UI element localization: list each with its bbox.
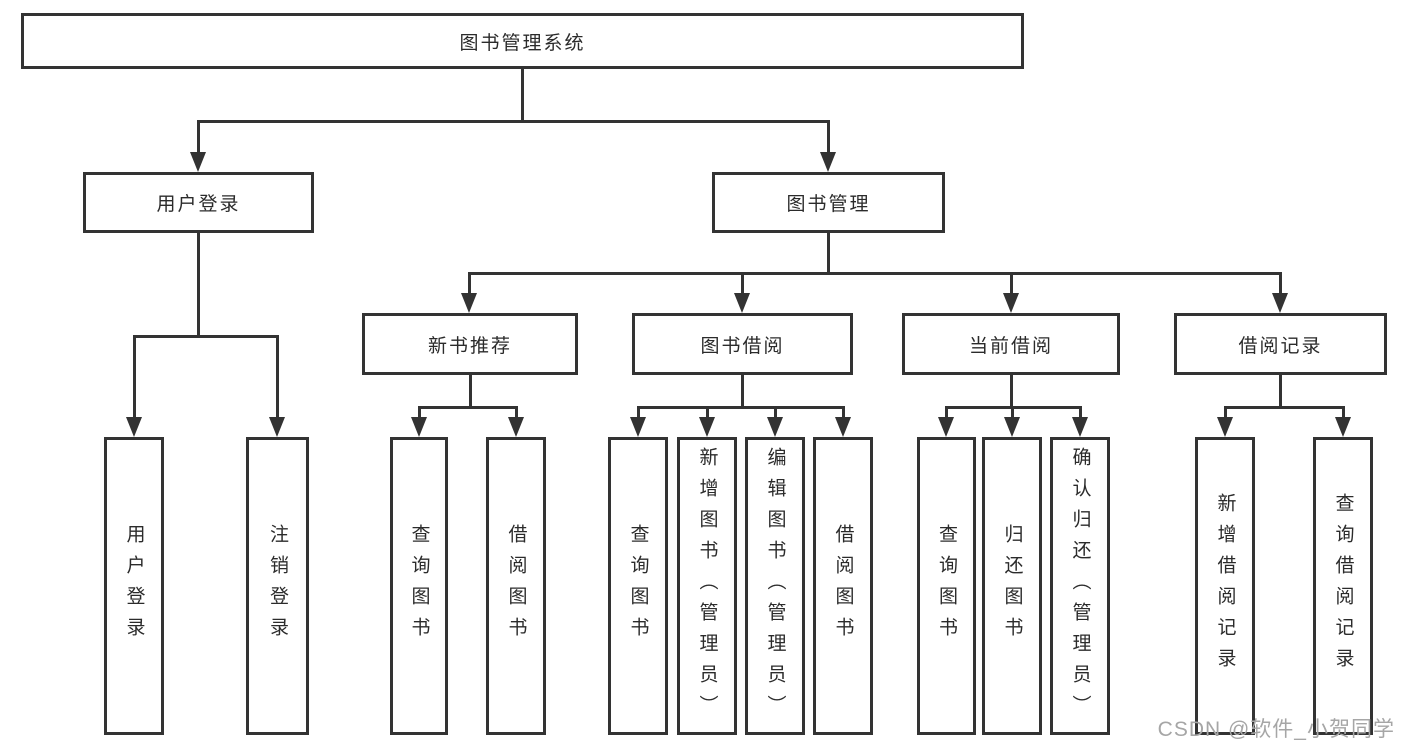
connector-line [133,335,279,338]
connector-line [827,120,830,152]
connector-line [1010,272,1013,293]
node-current-borrowing: 当前借阅 [902,313,1120,375]
connector-line [468,272,471,293]
connector-arrowhead [1335,417,1351,437]
csdn-watermark: CSDN @软件_小贺同学 [1157,718,1395,741]
leaf-query-books: 查询图书 [917,437,976,735]
connector-line [418,406,421,417]
connector-line [842,406,845,417]
connector-line [418,406,518,409]
connector-line [945,406,948,417]
connector-line [706,406,709,417]
connector-arrowhead [1072,417,1088,437]
connector-arrowhead [630,417,646,437]
leaf-confirm-return-admin: 确认归还（管理员） [1050,437,1110,735]
node-user-login: 用户登录 [83,172,314,233]
connector-line [637,406,845,409]
connector-line [1224,406,1227,417]
connector-line [637,406,640,417]
node-root: 图书管理系统 [21,13,1024,69]
node-book-management: 图书管理 [712,172,945,233]
connector-arrowhead [190,152,206,172]
connector-line [1011,406,1014,417]
leaf-logout: 注销登录 [246,437,309,735]
connector-arrowhead [126,417,142,437]
connector-arrowhead [1003,293,1019,313]
connector-arrowhead [938,417,954,437]
leaf-borrow-books: 借阅图书 [486,437,546,735]
connector-line [827,233,830,272]
connector-arrowhead [1272,293,1288,313]
connector-line [133,335,136,417]
connector-line [276,335,279,417]
connector-arrowhead [461,293,477,313]
connector-arrowhead [508,417,524,437]
connector-line [521,69,524,120]
connector-arrowhead [767,417,783,437]
connector-line [1224,406,1345,409]
connector-line [1342,406,1345,417]
leaf-user-login: 用户登录 [104,437,164,735]
connector-line [197,120,200,152]
leaf-query-borrow-record: 查询借阅记录 [1313,437,1373,735]
connector-line [1079,406,1082,417]
leaf-borrow-books: 借阅图书 [813,437,873,735]
connector-line [1010,375,1013,406]
leaf-add-borrow-record: 新增借阅记录 [1195,437,1255,735]
leaf-query-books: 查询图书 [390,437,448,735]
connector-arrowhead [734,293,750,313]
connector-line [741,375,744,406]
connector-line [741,272,744,293]
connector-line [1279,272,1282,293]
connector-arrowhead [269,417,285,437]
connector-arrowhead [1217,417,1233,437]
connector-arrowhead [1004,417,1020,437]
node-borrowing-records: 借阅记录 [1174,313,1387,375]
connector-line [197,120,830,123]
connector-arrowhead [411,417,427,437]
connector-line [1279,375,1282,406]
connector-line [468,272,1282,275]
leaf-query-books: 查询图书 [608,437,668,735]
connector-arrowhead [699,417,715,437]
connector-line [197,233,200,335]
connector-line [469,375,472,406]
leaf-edit-book-admin: 编辑图书（管理员） [745,437,805,735]
connector-line [774,406,777,417]
leaf-return-books: 归还图书 [982,437,1042,735]
connector-arrowhead [820,152,836,172]
connector-arrowhead [835,417,851,437]
node-new-book-recommendation: 新书推荐 [362,313,578,375]
node-book-borrowing: 图书借阅 [632,313,853,375]
leaf-add-book-admin: 新增图书（管理员） [677,437,737,735]
connector-line [515,406,518,417]
